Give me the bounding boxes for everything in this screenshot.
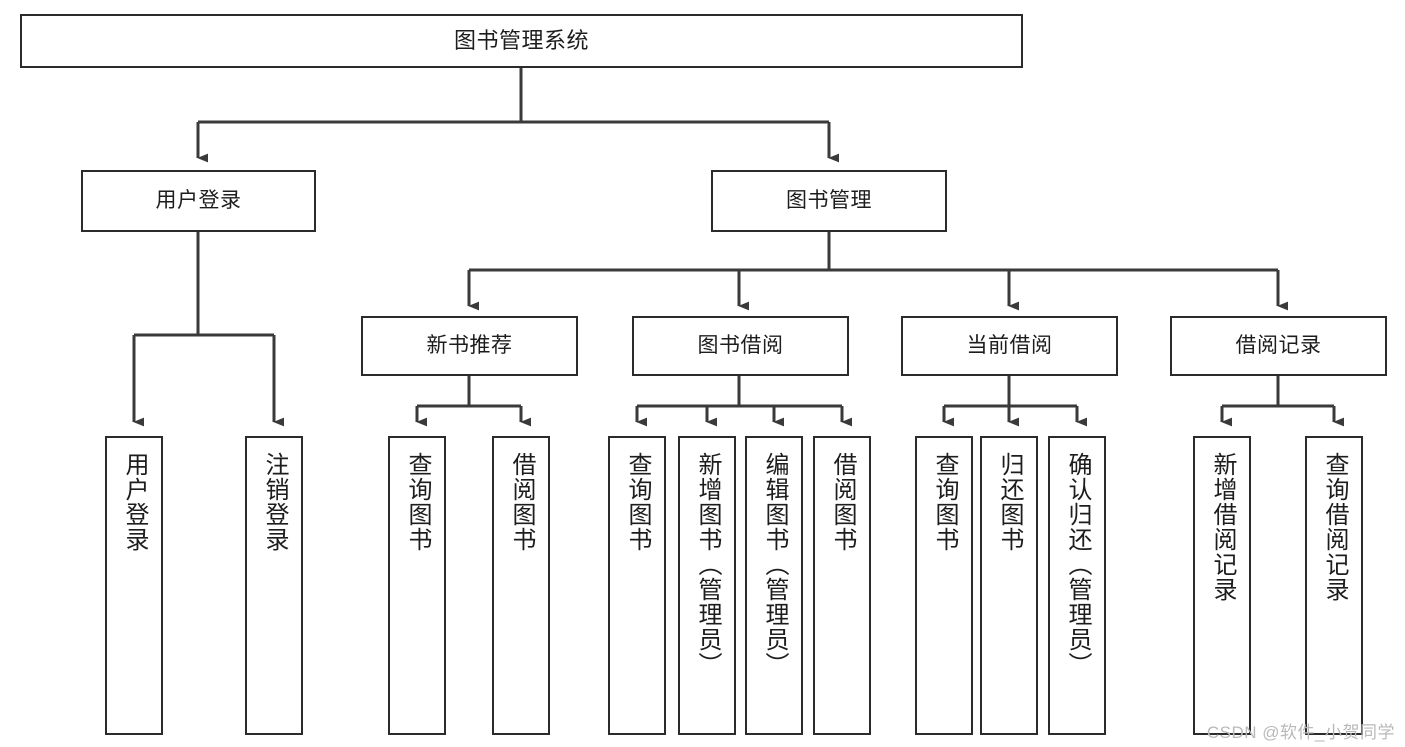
node-current-borrow[interactable]: 当前借阅 xyxy=(901,316,1118,376)
leaf-current-borrow-return[interactable]: 归还图书 xyxy=(980,436,1038,735)
leaf-book-borrow-add-label: 新增图书（管理员） xyxy=(694,452,721,677)
leaf-new-book-query[interactable]: 查询图书 xyxy=(388,436,446,735)
node-book-management[interactable]: 图书管理 xyxy=(711,170,947,232)
leaf-borrow-record-query-label: 查询借阅记录 xyxy=(1321,452,1348,602)
leaf-current-borrow-confirm[interactable]: 确认归还（管理员） xyxy=(1048,436,1106,735)
node-book-borrow[interactable]: 图书借阅 xyxy=(632,316,849,376)
leaf-book-borrow-add[interactable]: 新增图书（管理员） xyxy=(678,436,736,735)
leaf-book-borrow-borrow[interactable]: 借阅图书 xyxy=(813,436,871,735)
leaf-user-login-signout-label: 注销登录 xyxy=(261,452,288,552)
leaf-new-book-query-label: 查询图书 xyxy=(404,452,431,552)
leaf-current-borrow-query[interactable]: 查询图书 xyxy=(915,436,973,735)
leaf-current-borrow-confirm-label: 确认归还（管理员） xyxy=(1064,452,1091,677)
node-current-borrow-label: 当前借阅 xyxy=(966,334,1053,358)
node-book-borrow-label: 图书借阅 xyxy=(697,334,784,358)
leaf-borrow-record-add[interactable]: 新增借阅记录 xyxy=(1193,436,1251,735)
node-root[interactable]: 图书管理系统 xyxy=(20,14,1023,68)
leaf-new-book-borrow-label: 借阅图书 xyxy=(508,452,535,552)
leaf-borrow-record-query[interactable]: 查询借阅记录 xyxy=(1305,436,1363,735)
node-user-login[interactable]: 用户登录 xyxy=(81,170,316,232)
leaf-new-book-borrow[interactable]: 借阅图书 xyxy=(492,436,550,735)
node-new-book-recommend[interactable]: 新书推荐 xyxy=(361,316,578,376)
node-book-management-label: 图书管理 xyxy=(786,189,872,213)
leaf-user-login-signin[interactable]: 用户登录 xyxy=(105,436,163,735)
node-root-label: 图书管理系统 xyxy=(453,27,589,53)
leaf-current-borrow-return-label: 归还图书 xyxy=(996,452,1023,552)
leaf-user-login-signin-label: 用户登录 xyxy=(121,452,148,552)
leaf-book-borrow-edit[interactable]: 编辑图书（管理员） xyxy=(745,436,803,735)
node-borrow-record[interactable]: 借阅记录 xyxy=(1170,316,1387,376)
leaf-borrow-record-add-label: 新增借阅记录 xyxy=(1209,452,1236,602)
watermark: CSDN @软件_小贺同学 xyxy=(1206,723,1395,742)
node-user-login-label: 用户登录 xyxy=(155,189,242,213)
node-new-book-recommend-label: 新书推荐 xyxy=(426,334,513,358)
leaf-book-borrow-edit-label: 编辑图书（管理员） xyxy=(761,452,788,677)
leaf-current-borrow-query-label: 查询图书 xyxy=(931,452,958,552)
leaf-book-borrow-query-label: 查询图书 xyxy=(624,452,651,552)
node-borrow-record-label: 借阅记录 xyxy=(1235,334,1322,358)
leaf-book-borrow-query[interactable]: 查询图书 xyxy=(608,436,666,735)
leaf-user-login-signout[interactable]: 注销登录 xyxy=(245,436,303,735)
leaf-book-borrow-borrow-label: 借阅图书 xyxy=(829,452,856,552)
